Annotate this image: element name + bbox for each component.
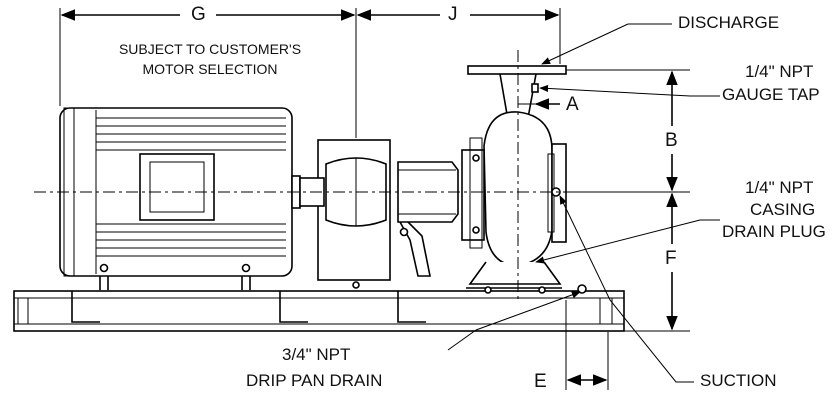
discharge-label: DISCHARGE — [678, 13, 780, 32]
baseplate — [13, 284, 625, 332]
dimension-lines — [59, 8, 690, 390]
bearing-frame — [397, 161, 459, 277]
drip-pan-drain-label: DRIP PAN DRAIN — [246, 371, 383, 390]
gauge-tap-label: GAUGE TAP — [722, 85, 820, 104]
dimension-f-label: F — [665, 248, 677, 269]
motor-note-line1: SUBJECT TO CUSTOMER'S — [118, 41, 302, 57]
coupling-guard — [299, 139, 391, 289]
casing-drain-size-label: 1/4" NPT — [745, 178, 814, 197]
casing-drain-label: CASING — [750, 200, 816, 219]
dimension-g-label: G — [191, 4, 206, 25]
dimension-a-label: A — [566, 94, 579, 115]
motor-note-line2: MOTOR SELECTION — [142, 61, 278, 77]
centerlines — [34, 50, 580, 300]
dimension-e-label: E — [534, 371, 547, 392]
gauge-tap-size-label: 1/4" NPT — [745, 62, 814, 81]
pump-casing — [461, 65, 567, 294]
drain-plug-label: DRAIN PLUG — [722, 222, 826, 241]
dimension-b-label: B — [665, 130, 678, 151]
suction-label: SUCTION — [700, 371, 777, 390]
callout-leaders — [447, 23, 720, 383]
drip-pan-size-label: 3/4" NPT — [282, 345, 351, 364]
dimension-j-label: J — [448, 4, 458, 25]
motor — [59, 107, 301, 290]
